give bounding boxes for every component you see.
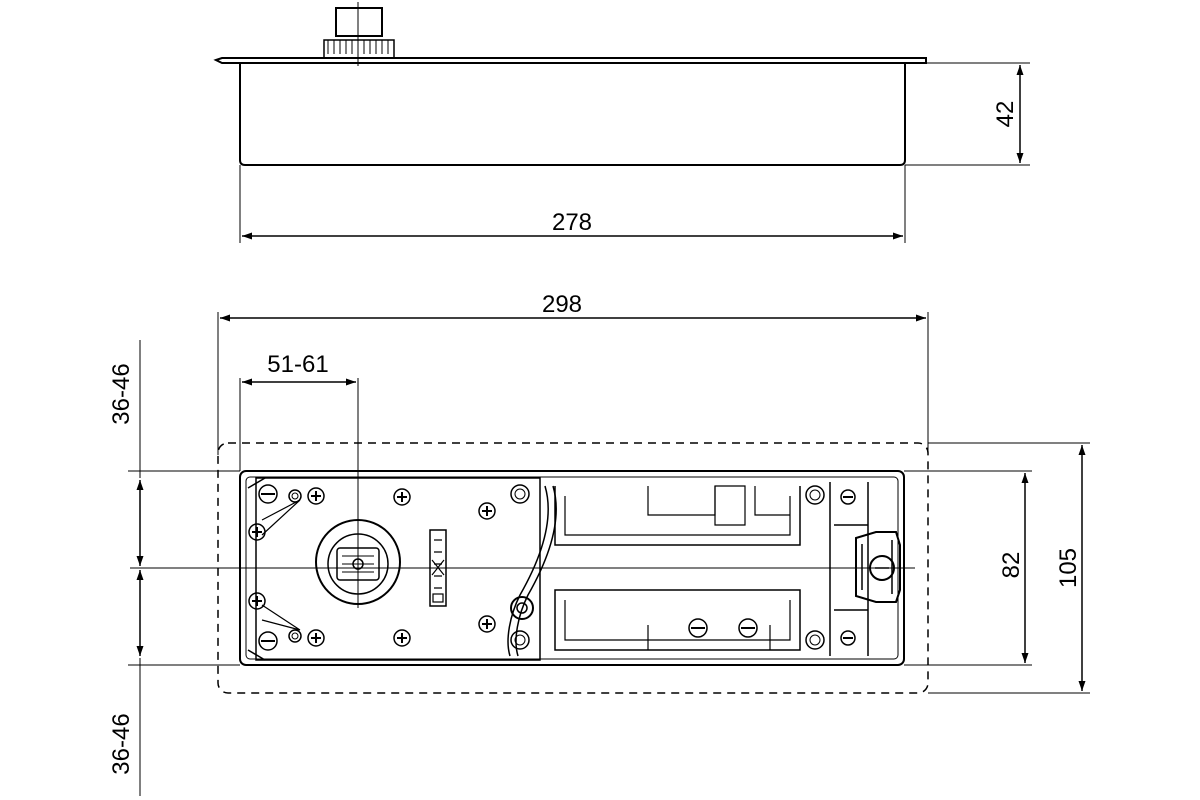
dimension-label-42: 42 bbox=[992, 101, 1019, 128]
slotted-screw-icon bbox=[258, 484, 856, 651]
dimension-length-298: 298 bbox=[217, 291, 929, 455]
phillips-screw-icon bbox=[248, 487, 496, 647]
dimension-offset-top: 36-46 bbox=[108, 340, 240, 566]
dimension-length-278: 278 bbox=[239, 165, 906, 243]
dimension-label-82: 82 bbox=[998, 552, 1025, 579]
dimension-height-42: 42 bbox=[905, 62, 1030, 166]
spindle-top-icon bbox=[323, 2, 395, 66]
dimension-label-36-46-bottom: 36-46 bbox=[108, 713, 135, 774]
dimension-label-36-46-top: 36-46 bbox=[108, 363, 135, 424]
dimension-width-82: 82 bbox=[904, 470, 1032, 666]
dimension-label-298: 298 bbox=[542, 291, 582, 318]
dimension-width-105: 105 bbox=[928, 442, 1090, 694]
adjustment-valve-icon bbox=[429, 529, 447, 607]
dimension-label-51-61: 51-61 bbox=[267, 351, 328, 378]
dimension-spindle-offset: 51-61 bbox=[239, 351, 356, 471]
dimension-label-278: 278 bbox=[552, 209, 592, 236]
top-view: 298 51-61 82 105 36-46 bbox=[108, 291, 1090, 796]
side-view: 42 278 bbox=[213, 2, 1030, 243]
dimension-label-105: 105 bbox=[1055, 548, 1082, 588]
pivot-cam-icon bbox=[855, 531, 901, 603]
dimension-offset-bottom: 36-46 bbox=[108, 570, 240, 796]
ring-screw-icon bbox=[288, 484, 825, 650]
